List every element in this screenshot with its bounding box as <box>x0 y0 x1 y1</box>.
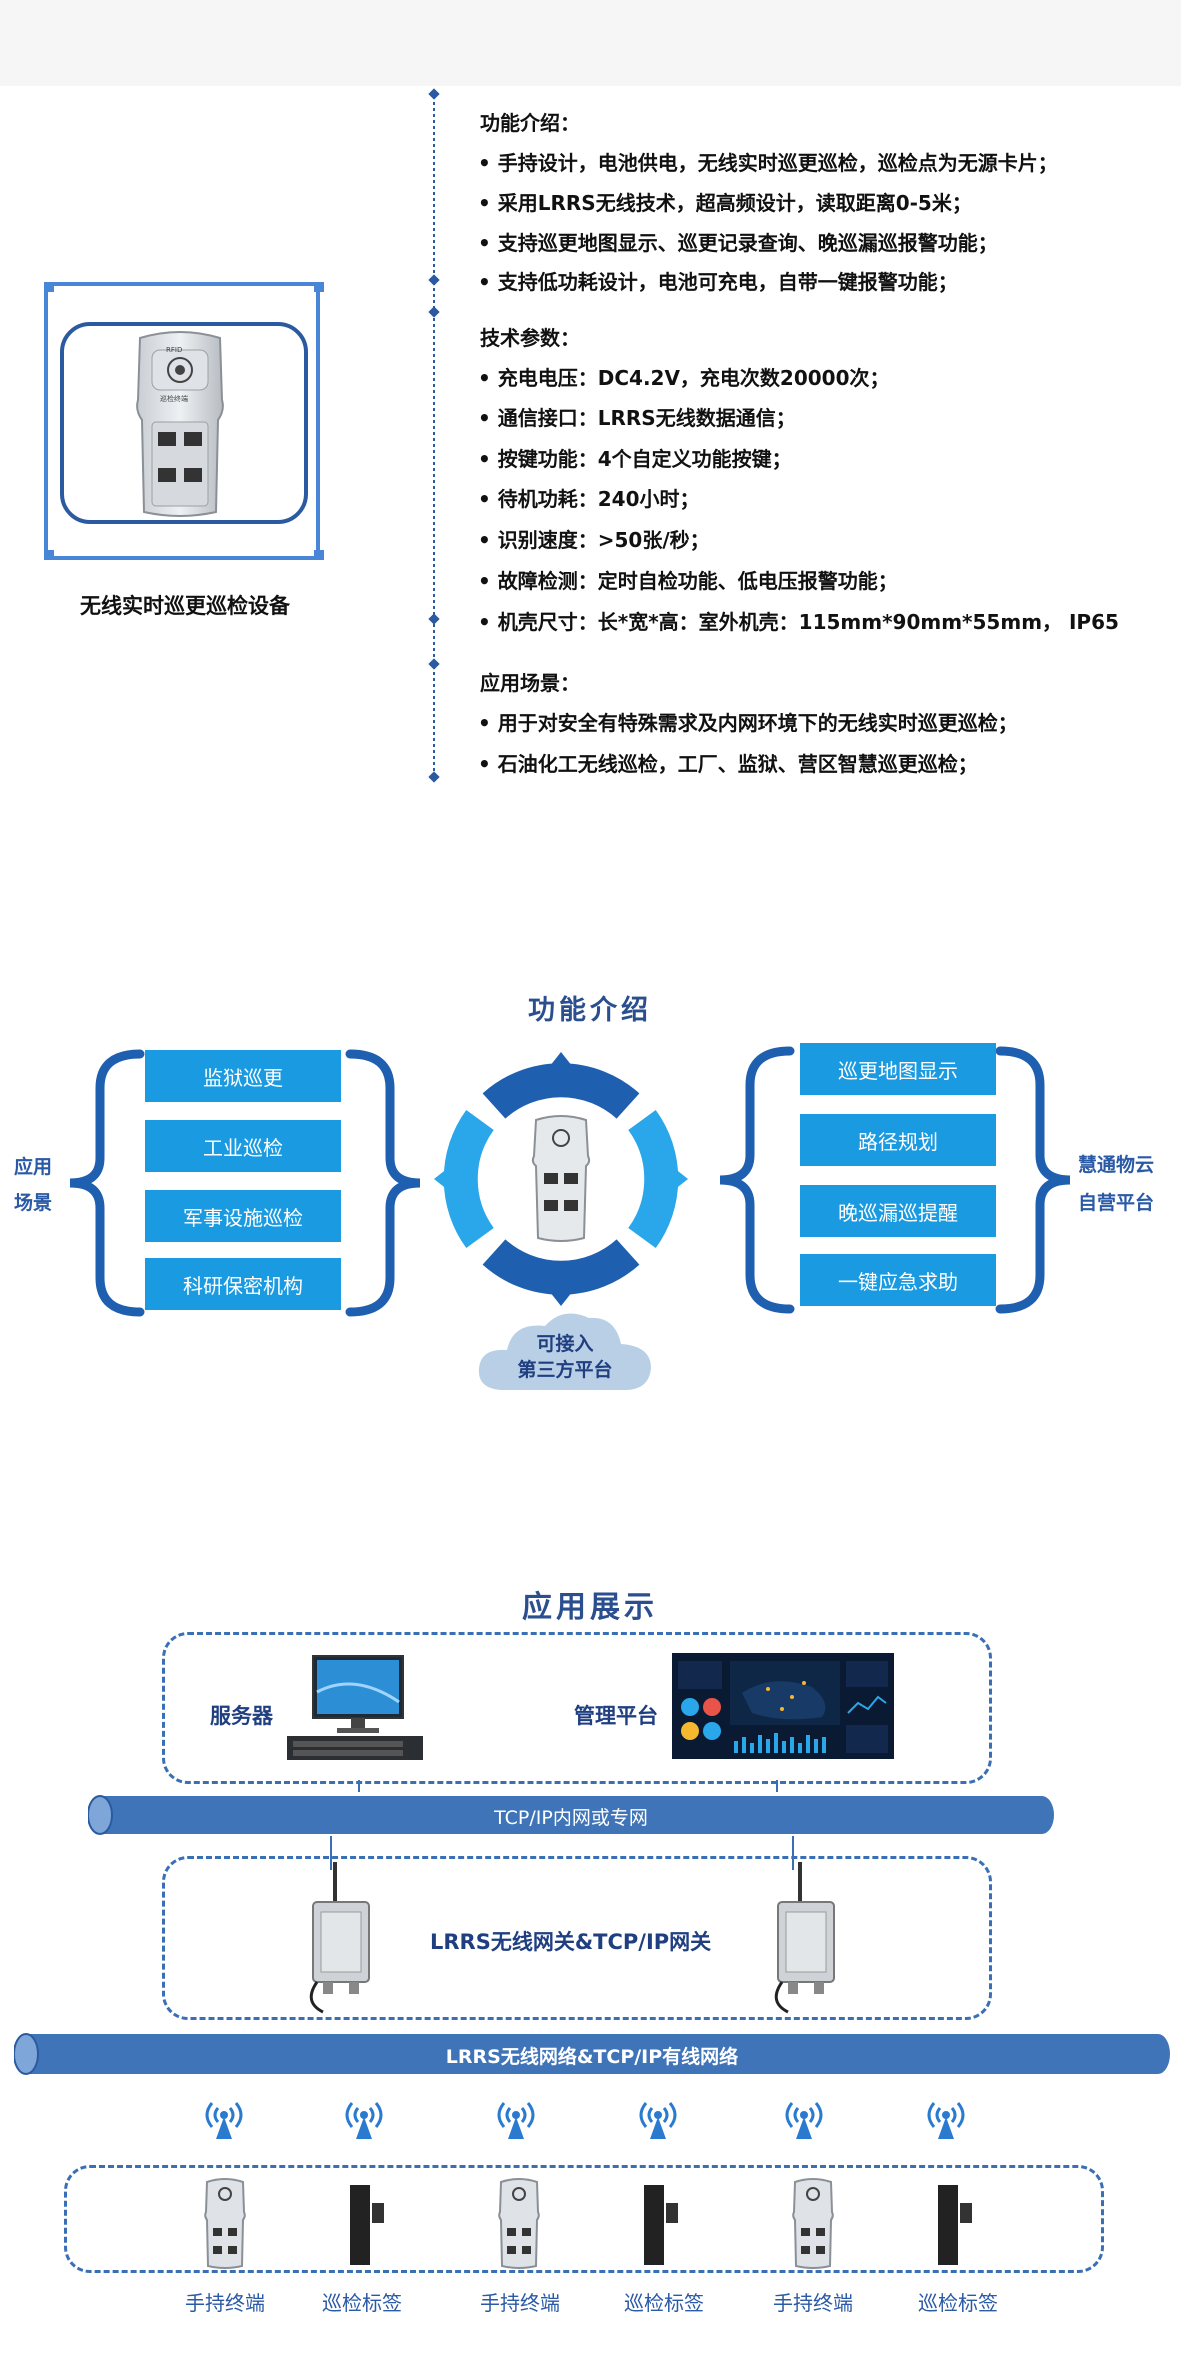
left-button-1[interactable]: 监狱巡更 <box>145 1050 341 1102</box>
left-side-label-2: 场景 <box>14 1192 53 1214</box>
handheld-device-image <box>136 331 224 517</box>
tcp-network-label: TCP/IP内网或专网 <box>494 1807 648 1829</box>
spec-item: • 按键功能：4个自定义功能按键； <box>478 447 792 471</box>
timeline-dot <box>428 274 440 286</box>
cloud-text-1: 可接入 <box>536 1333 594 1355</box>
timeline-dot <box>428 771 440 783</box>
device-top-text: RFID <box>166 346 183 354</box>
server-monitor-icon <box>287 1655 423 1760</box>
inspection-tag-icon <box>938 2185 972 2265</box>
bottom-label: 巡检标签 <box>918 2291 998 2315</box>
features-title: 功能介绍： <box>480 111 580 135</box>
server-zone-box <box>162 1632 992 1784</box>
bottom-label: 巡检标签 <box>322 2291 402 2315</box>
connector-line <box>776 1780 778 1792</box>
top-band <box>0 0 1181 86</box>
function-section-title: 功能介绍 <box>528 995 652 1026</box>
feature-item: • 支持低功耗设计，电池可充电，自带一键报警功能； <box>478 270 958 294</box>
device-sub-text: 巡检终端 <box>160 395 188 403</box>
wireless-signal-icon <box>639 2102 677 2139</box>
right-side-label-2: 自营平台 <box>1078 1192 1155 1214</box>
timeline-dot <box>428 306 440 318</box>
left-button-4[interactable]: 科研保密机构 <box>145 1258 341 1310</box>
feature-item: • 采用LRRS无线技术，超高频设计，读取距离0-5米； <box>478 191 972 215</box>
specs-title: 技术参数： <box>480 326 580 350</box>
connector-line <box>358 1780 360 1792</box>
terminal-zone-box <box>64 2165 1104 2273</box>
right-button-4[interactable]: 一键应急求助 <box>800 1254 996 1306</box>
frame-corner <box>44 282 54 292</box>
product-frame <box>44 282 324 560</box>
scenario-item: • 用于对安全有特殊需求及内网环境下的无线实时巡更巡检； <box>478 711 1018 735</box>
product-caption: 无线实时巡更巡检设备 <box>80 594 290 618</box>
tcp-network-pipe <box>88 1795 1054 1835</box>
spec-item: • 通信接口：LRRS无线数据通信； <box>478 406 796 430</box>
left-button-2[interactable]: 工业巡检 <box>145 1120 341 1172</box>
spec-item: • 充电电压：DC4.2V，充电次数20000次； <box>478 366 890 390</box>
center-ring-diagram <box>434 1052 688 1306</box>
right-button-1[interactable]: 巡更地图显示 <box>800 1043 996 1095</box>
wireless-signal-icon <box>785 2102 823 2139</box>
spec-item: • 识别速度：>50张/秒； <box>478 528 710 552</box>
spec-item: • 故障检测：定时自检功能、低电压报警功能； <box>478 569 898 593</box>
left-side-label-1: 应用 <box>14 1156 53 1178</box>
left-close-brace-icon <box>345 1049 421 1317</box>
cloud-text-2: 第三方平台 <box>517 1359 613 1381</box>
gateway-icon <box>309 1862 370 2014</box>
wireless-signal-icon <box>205 2102 243 2139</box>
wireless-signal-icon <box>345 2102 383 2139</box>
right-button-2[interactable]: 路径规划 <box>800 1114 996 1166</box>
frame-corner <box>44 550 54 560</box>
spec-item: • 机壳尺寸：长*宽*高：室外机壳：115mm*90mm*55mm， IP65 <box>478 610 1119 634</box>
cloud-icon <box>478 1313 651 1390</box>
application-section-title: 应用展示 <box>522 1590 658 1625</box>
gateway-label: LRRS无线网关&TCP/IP网关 <box>430 1930 712 1954</box>
gateway-icon <box>774 1862 835 2014</box>
bottom-label: 手持终端 <box>480 2291 560 2315</box>
timeline-dot <box>428 658 440 670</box>
frame-corner <box>314 282 324 292</box>
scenarios-title: 应用场景： <box>480 671 580 695</box>
right-open-brace-icon <box>719 1046 795 1314</box>
platform-label: 管理平台 <box>574 1704 658 1728</box>
platform-dashboard-image <box>672 1653 894 1759</box>
timeline-line <box>433 90 435 780</box>
right-button-3[interactable]: 晚巡漏巡提醒 <box>800 1185 996 1237</box>
lrrs-network-pipe <box>14 2033 1170 2075</box>
spec-item: • 待机功耗：240小时； <box>478 487 700 511</box>
right-brace-icon <box>995 1046 1071 1314</box>
left-brace-icon <box>69 1049 145 1317</box>
handheld-terminal-icon <box>204 2178 246 2269</box>
gateway-zone-box <box>162 1856 992 2020</box>
feature-item: • 支持巡更地图显示、巡更记录查询、晚巡漏巡报警功能； <box>478 231 998 255</box>
wireless-signal-icon <box>497 2102 535 2139</box>
scenario-item: • 石油化工无线巡检，工厂、监狱、营区智慧巡更巡检； <box>478 752 978 776</box>
lrrs-network-label: LRRS无线网络&TCP/IP有线网络 <box>445 2046 739 2068</box>
bottom-label: 手持终端 <box>773 2291 853 2315</box>
feature-item: • 手持设计，电池供电，无线实时巡更巡检，巡检点为无源卡片； <box>478 151 1058 175</box>
timeline-dot <box>428 88 440 100</box>
frame-corner <box>314 550 324 560</box>
handheld-terminal-icon <box>792 2178 834 2269</box>
timeline-dot <box>428 613 440 625</box>
right-side-label-1: 慧通物云 <box>1078 1154 1155 1176</box>
connector-line <box>330 1836 332 1870</box>
bottom-label: 手持终端 <box>185 2291 265 2315</box>
inspection-tag-icon <box>350 2185 384 2265</box>
server-label: 服务器 <box>210 1704 273 1728</box>
wireless-signal-icon <box>927 2102 965 2139</box>
handheld-terminal-icon <box>498 2178 540 2269</box>
connector-line <box>792 1836 794 1870</box>
bottom-label: 巡检标签 <box>624 2291 704 2315</box>
inspection-tag-icon <box>644 2185 678 2265</box>
left-button-3[interactable]: 军事设施巡检 <box>145 1190 341 1242</box>
